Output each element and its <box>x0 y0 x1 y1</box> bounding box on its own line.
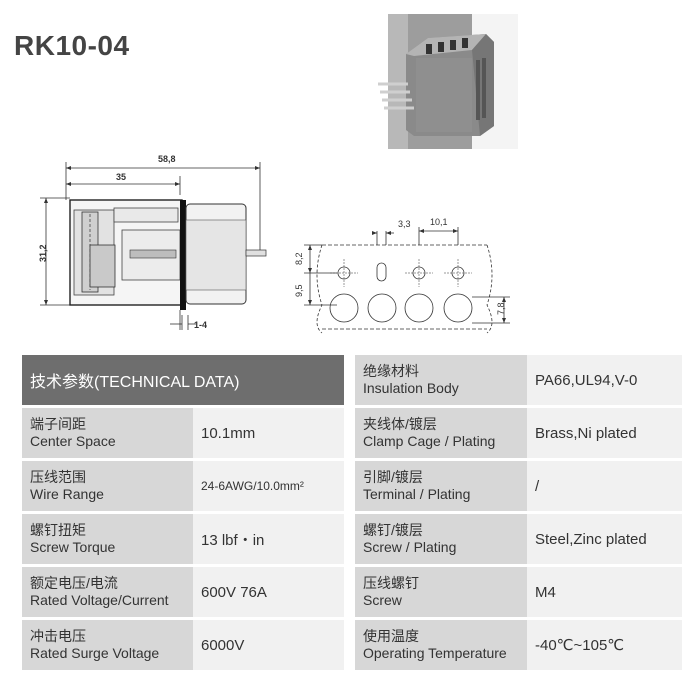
technical-data: 技术参数(TECHNICAL DATA) 端子间距 Center Space 1… <box>22 352 682 677</box>
label-en: Screw <box>363 592 402 608</box>
table-row: 绝缘材料 Insulation Body PA66,UL94,V-0 <box>355 355 682 405</box>
dim-pin-length: 1-4 <box>194 320 207 330</box>
row-label: 绝缘材料 Insulation Body <box>355 355 527 405</box>
row-value: M4 <box>527 567 682 617</box>
row-value: / <box>527 461 682 511</box>
row-value: 24-6AWG/10.0mm² <box>193 461 344 511</box>
table-row: 冲击电压 Rated Surge Voltage 6000V <box>22 620 344 670</box>
row-label: 螺钉扭矩 Screw Torque <box>22 514 193 564</box>
label-en: Insulation Body <box>363 380 459 396</box>
label-en: Operating Temperature <box>363 645 507 661</box>
row-value: PA66,UL94,V-0 <box>527 355 682 405</box>
dim-body-length: 35 <box>116 172 126 182</box>
table-row: 引脚/镀层 Terminal / Plating / <box>355 461 682 511</box>
label-cn: 螺钉扭矩 <box>30 522 86 538</box>
dim-row1: 8,2 <box>294 252 304 265</box>
dim-overall-length: 58,8 <box>158 154 176 164</box>
label-en: Clamp Cage / Plating <box>363 433 496 449</box>
table-header: 技术参数(TECHNICAL DATA) <box>22 355 344 405</box>
row-label: 引脚/镀层 Terminal / Plating <box>355 461 527 511</box>
technical-data-table-right: 绝缘材料 Insulation Body PA66,UL94,V-0 夹线体/镀… <box>355 352 682 673</box>
label-cn: 夹线体/镀层 <box>363 416 437 432</box>
table-row: 压线范围 Wire Range 24-6AWG/10.0mm² <box>22 461 344 511</box>
row-label: 额定电压/电流 Rated Voltage/Current <box>22 567 193 617</box>
table-row: 压线螺钉 Screw M4 <box>355 567 682 617</box>
row-value: Steel,Zinc plated <box>527 514 682 564</box>
label-en: Terminal / Plating <box>363 486 471 502</box>
label-en: Wire Range <box>30 486 104 502</box>
product-photo <box>378 14 518 149</box>
table-row: 螺钉扭矩 Screw Torque 13 lbf・in <box>22 514 344 564</box>
label-cn: 冲击电压 <box>30 628 86 644</box>
row-label: 冲击电压 Rated Surge Voltage <box>22 620 193 670</box>
label-cn: 绝缘材料 <box>363 363 419 379</box>
label-en: Rated Voltage/Current <box>30 592 169 608</box>
label-cn: 端子间距 <box>30 416 86 432</box>
label-en: Rated Surge Voltage <box>30 645 160 661</box>
connector-body <box>406 34 494 136</box>
label-cn: 压线螺钉 <box>363 575 419 591</box>
row-label: 螺钉/镀层 Screw / Plating <box>355 514 527 564</box>
label-cn: 螺钉/镀层 <box>363 522 423 538</box>
dim-height: 31,2 <box>38 244 48 262</box>
connector-profile <box>69 199 267 330</box>
table-row: 额定电压/电流 Rated Voltage/Current 600V 76A <box>22 567 344 617</box>
row-label: 压线螺钉 Screw <box>355 567 527 617</box>
table-row: 夹线体/镀层 Clamp Cage / Plating Brass,Ni pla… <box>355 408 682 458</box>
dim-screw: 7,8 <box>496 302 506 315</box>
row-value: 600V 76A <box>193 567 344 617</box>
label-cn: 额定电压/电流 <box>30 575 118 591</box>
label-en: Center Space <box>30 433 116 449</box>
row-label: 使用温度 Operating Temperature <box>355 620 527 670</box>
product-title: RK10-04 <box>14 30 130 61</box>
row-value: Brass,Ni plated <box>527 408 682 458</box>
row-label: 夹线体/镀层 Clamp Cage / Plating <box>355 408 527 458</box>
row-label: 压线范围 Wire Range <box>22 461 193 511</box>
table-row: 螺钉/镀层 Screw / Plating Steel,Zinc plated <box>355 514 682 564</box>
dim-pitch: 10,1 <box>430 217 448 227</box>
row-value: 13 lbf・in <box>193 514 344 564</box>
row-value: 10.1mm <box>193 408 344 458</box>
pitch-drawing: 3,3 10,1 8,2 9,5 7,8 <box>294 217 510 334</box>
technical-data-table-left: 技术参数(TECHNICAL DATA) 端子间距 Center Space 1… <box>22 352 344 673</box>
row-label: 端子间距 Center Space <box>22 408 193 458</box>
table-row: 端子间距 Center Space 10.1mm <box>22 408 344 458</box>
label-en: Screw Torque <box>30 539 116 555</box>
label-cn: 引脚/镀层 <box>363 469 423 485</box>
row-value: -40℃~105℃ <box>527 620 682 670</box>
label-cn: 使用温度 <box>363 628 419 644</box>
row-value: 6000V <box>193 620 344 670</box>
table-header-row: 技术参数(TECHNICAL DATA) <box>22 355 344 405</box>
label-cn: 压线范围 <box>30 469 86 485</box>
dim-hole: 3,3 <box>398 219 411 229</box>
side-view-drawing: 58,8 35 31,2 1-4 <box>38 154 267 330</box>
label-en: Screw / Plating <box>363 539 457 555</box>
pin-legs <box>378 82 414 110</box>
table-row: 使用温度 Operating Temperature -40℃~105℃ <box>355 620 682 670</box>
dim-row2: 9,5 <box>294 284 304 297</box>
